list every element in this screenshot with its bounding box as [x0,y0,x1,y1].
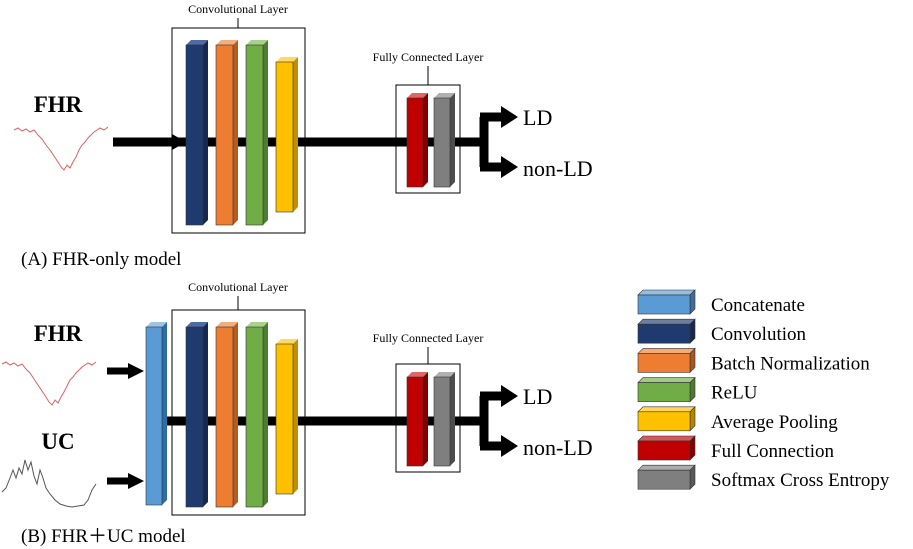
panel-a-conv-title: Convolutional Layer [188,2,288,16]
legend-label: Softmax Cross Entropy [711,470,890,491]
panel-b-uc-trace [1,459,97,508]
panel-a-softmax-block [433,93,455,188]
legend-label: Concatenate [711,295,805,316]
panel-b-convolution-block [185,322,208,508]
legend-item-softmax-cross-entropy: Softmax Cross Entropy [637,464,890,491]
panel-b-nonld-arrowhead [501,435,518,457]
panel-b: (B) FHR＋UC model FHR UC Convolutional La… [1,280,593,547]
legend-swatch [637,411,691,432]
legend-swatch [637,353,691,373]
legend-item-batch-normalization: Batch Normalization [637,347,870,374]
panel-a-fhr-label: FHR [34,92,83,117]
legend-item-average-pooling: Average Pooling [637,406,838,433]
panel-b-fullconn-block [406,372,428,467]
panel-b-concatenate-block [145,322,167,506]
panel-a-fhr-trace [13,126,109,171]
panel-a-fullconn-block [406,93,428,188]
panel-a-nonld-label: non-LD [523,156,593,181]
panel-b-softmax-block [433,372,455,467]
panel-b-conv-title: Convolutional Layer [188,280,288,294]
legend-item-relu: ReLU [637,376,758,404]
panel-b-fhr-input-arrowhead [128,363,144,379]
panel-a-convolution-block [185,40,208,226]
panel-b-ld-label: LD [523,384,552,409]
panel-a: (A) FHR-only model FHR Convolutional Lay… [13,2,593,270]
panel-a-ld-arrowhead [501,106,518,128]
panel-a-batchnorm-block [215,40,238,226]
panel-b-fc-title: Fully Connected Layer [373,331,484,345]
panel-b-batchnorm-block [215,322,238,508]
panel-b-caption: (B) FHR＋UC model [21,526,186,547]
panel-a-caption: (A) FHR-only model [21,249,181,270]
panel-b-uc-label: UC [41,429,74,454]
legend-swatch [637,294,691,315]
panel-a-input-arrowhead [172,134,186,150]
panel-a-avgpool-block [275,57,298,213]
panel-b-relu-block [245,322,268,508]
panel-b-avgpool-block [275,339,298,495]
legend-label: ReLU [711,383,758,404]
panel-b-ld-arrowhead [501,385,518,407]
panel-b-fhr-label: FHR [34,321,83,346]
panel-b-uc-input-arrowhead [128,473,144,489]
panel-a-ld-label: LD [523,105,552,130]
legend-label: Average Pooling [711,412,838,433]
legend-label: Batch Normalization [711,353,870,374]
panel-a-fc-title: Fully Connected Layer [373,50,484,64]
legend-label: Full Connection [711,441,834,462]
legend-item-convolution: Convolution [637,318,807,345]
panel-a-nonld-arrowhead [501,156,518,178]
legend-item-full-connection: Full Connection [637,435,834,462]
legend-swatch [637,440,691,461]
legend-swatch [637,382,691,402]
panel-b-nonld-label: non-LD [523,435,593,460]
legend-label: Convolution [711,324,807,345]
panel-a-relu-block [245,40,268,226]
panel-b-fhr-trace [1,361,97,406]
legend-swatch [637,323,691,344]
legend-swatch [637,469,691,490]
legend-item-concatenate: Concatenate [637,289,805,316]
